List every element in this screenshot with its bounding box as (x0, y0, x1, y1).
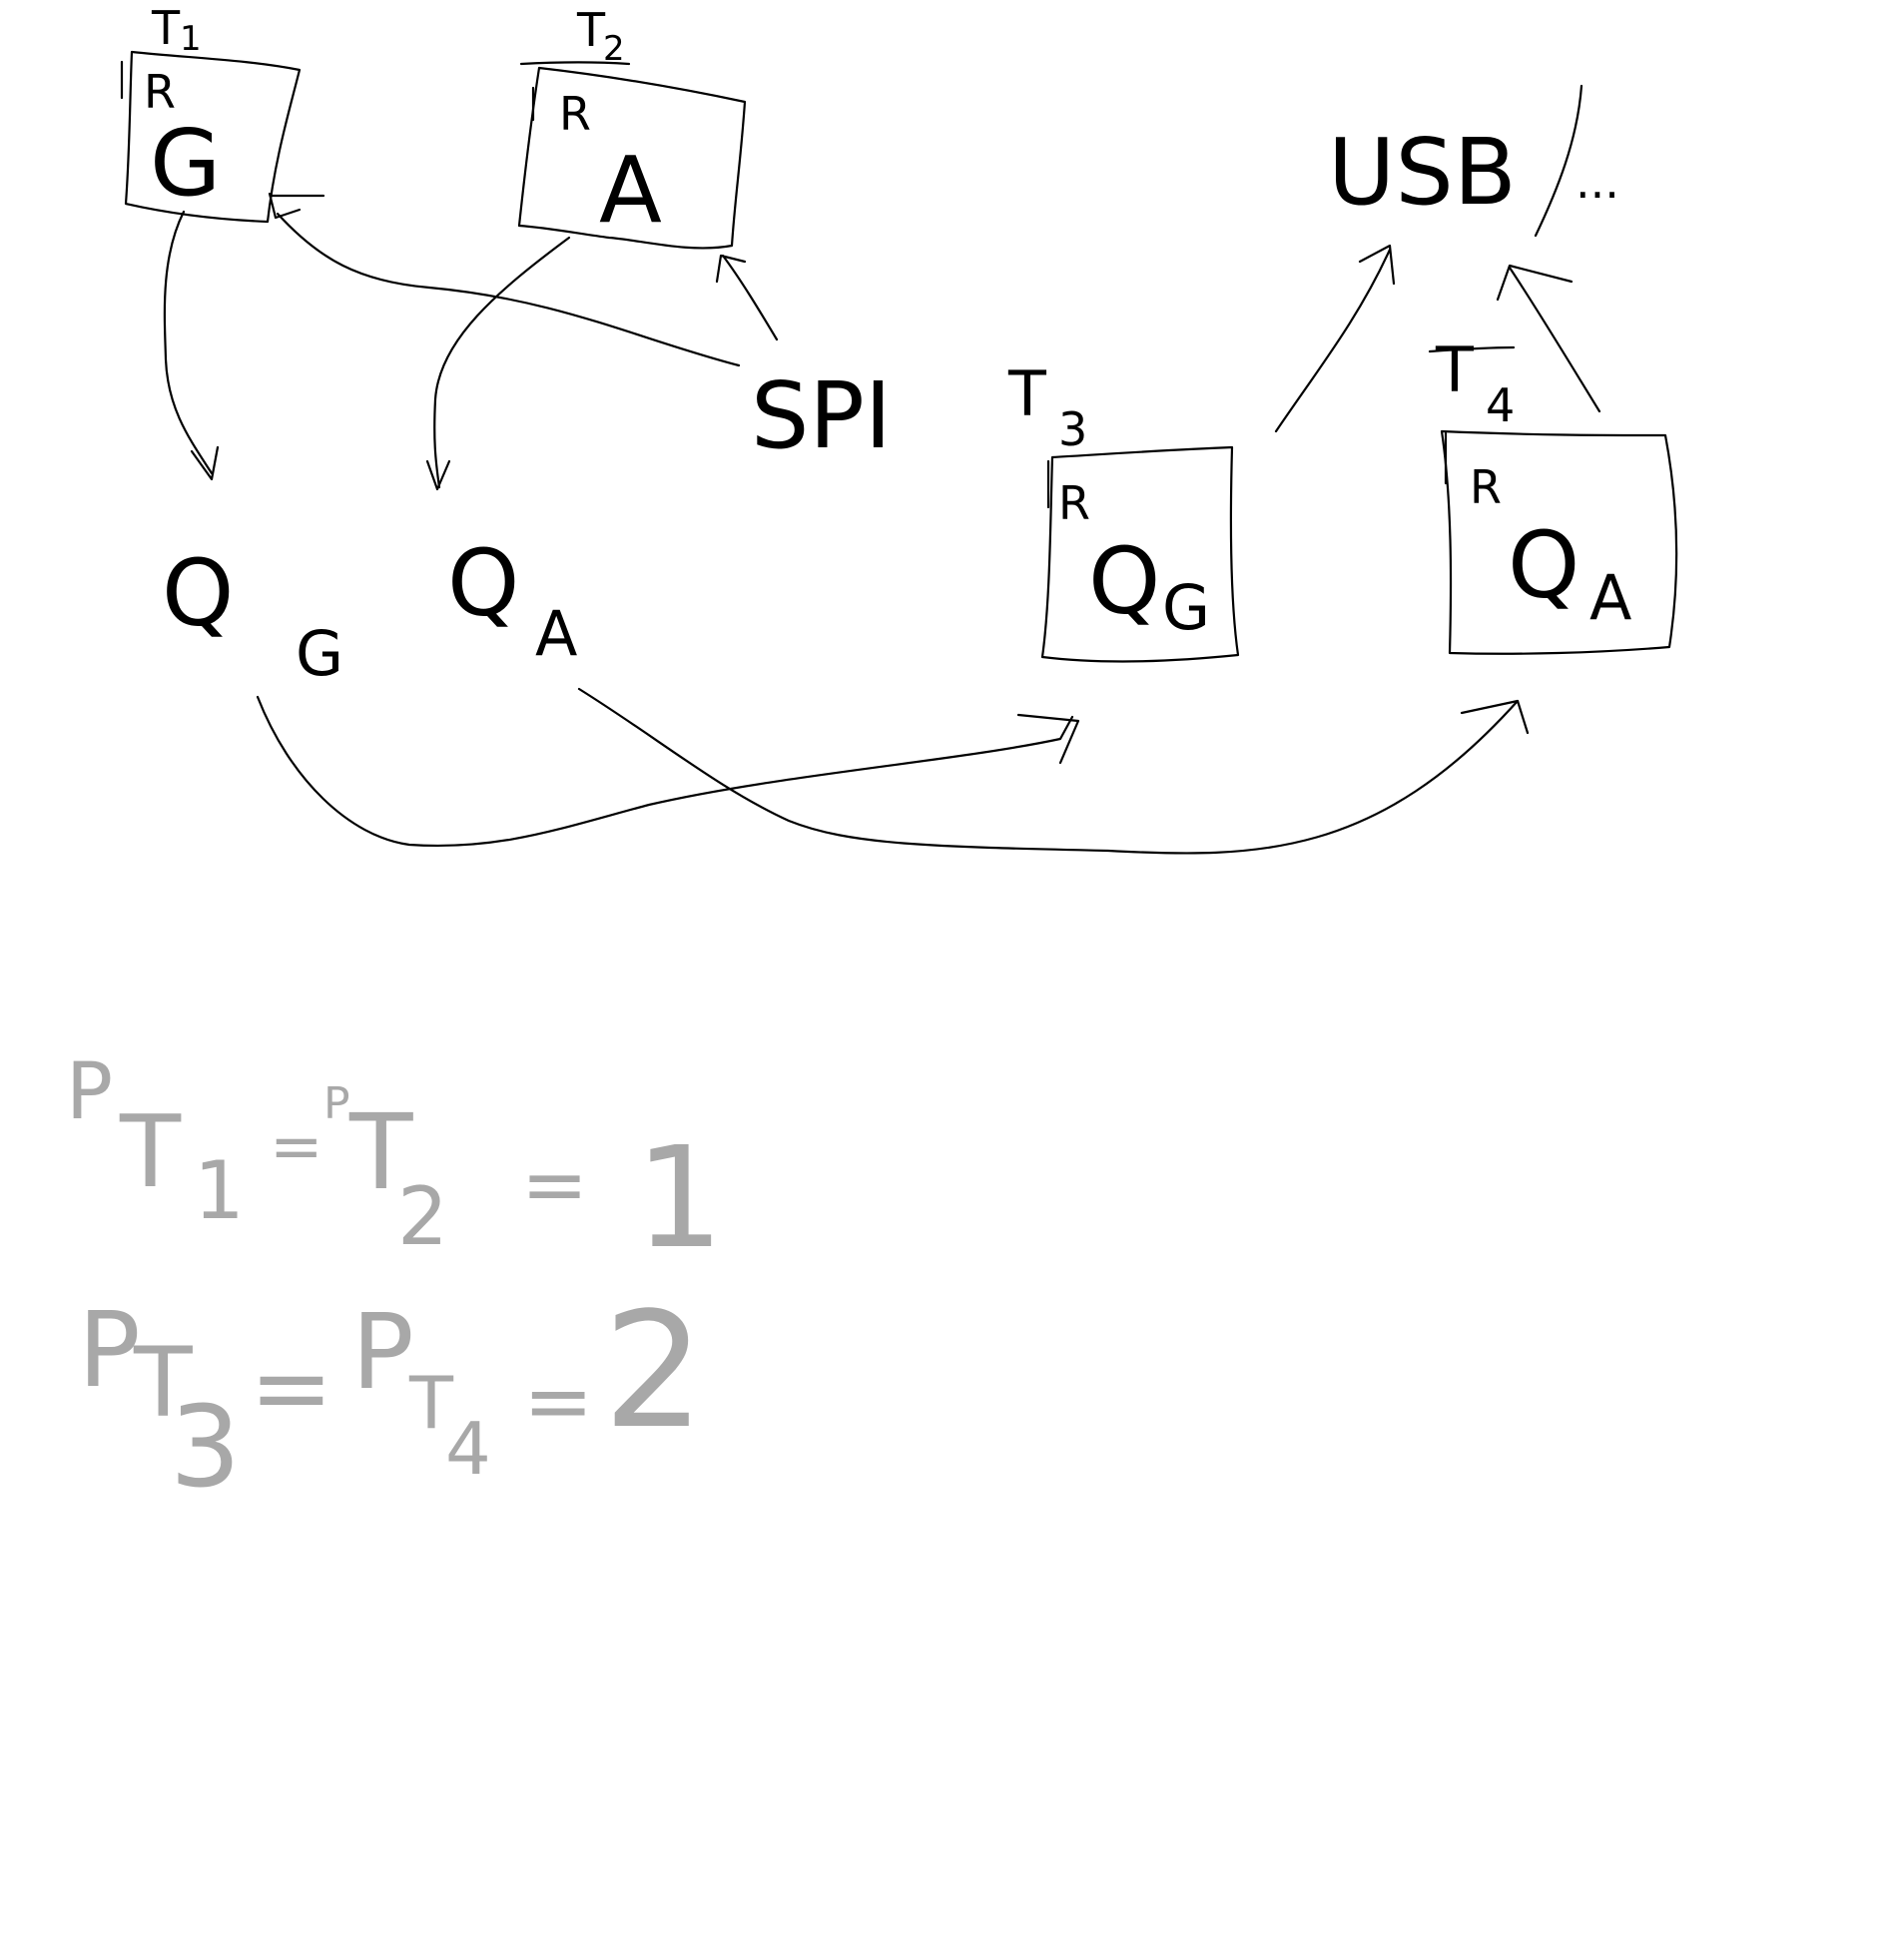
task-t1: T 1 R G (120, 1, 302, 224)
queue-qg-letter: Q (162, 540, 234, 647)
task-t4-corner: R (1470, 460, 1502, 514)
arrow-spi-to-t2 (721, 254, 779, 341)
arrow-qa-to-t4 (577, 687, 1520, 855)
usb-dots: ... (1576, 155, 1619, 209)
arrow-spi-to-t1 (276, 212, 741, 367)
arrow-t3-to-usb (1274, 248, 1392, 433)
task-t3-label-sub: 3 (1058, 402, 1087, 456)
task-t3-box (1040, 445, 1240, 663)
task-t3-corner: R (1058, 476, 1090, 530)
task-t3-label: T (1007, 357, 1047, 430)
task-t2-box (517, 66, 747, 250)
usb-group: USB ... (1328, 84, 1619, 238)
task-t1-corner: R (144, 65, 176, 119)
task-t4-label-sub: 4 (1486, 378, 1515, 432)
task-t2-corner: R (559, 87, 591, 141)
eq1-value: 1 (635, 1117, 724, 1280)
eq1-p1: P (66, 1047, 113, 1137)
queue-qa: Q A (447, 530, 577, 670)
task-t1-box (124, 50, 302, 224)
task-t1-content: G (150, 110, 221, 217)
task-t2-content: A (599, 137, 662, 244)
eq2-p1: P (78, 1289, 141, 1411)
task-t2-label-sub: 2 (603, 29, 625, 69)
equation-1: P T 1 = P T 2 = 1 (66, 1047, 724, 1280)
eq2-t2: T (408, 1361, 454, 1445)
eq2-op2: = (523, 1352, 593, 1450)
eq2-op1: = (250, 1329, 333, 1446)
task-t3-content-sub: G (1162, 571, 1210, 644)
eq2-s1: 3 (170, 1383, 241, 1513)
arrowhead-t4 (1460, 699, 1530, 735)
arrow-t1-to-qg (163, 210, 214, 475)
task-t4-content-sub: A (1589, 561, 1631, 634)
eq1-t1: T (119, 1093, 182, 1210)
task-t2-label: T (576, 3, 606, 57)
task-t4-content: Q (1508, 512, 1579, 619)
arrow-t4-to-usb (1508, 266, 1601, 413)
arrowhead-t2 (715, 254, 747, 284)
arrowhead-t1 (268, 192, 302, 220)
task-t4-label-bar (1428, 345, 1516, 353)
eq2-value: 2 (603, 1277, 705, 1464)
eq1-op1: = (270, 1110, 323, 1184)
queue-qg: Q G (162, 540, 343, 690)
task-t4: T 4 R Q A (1428, 333, 1678, 655)
task-t1-label-sub: 1 (180, 19, 202, 59)
eq2-p2: P (351, 1291, 414, 1413)
eq2-t1: T (133, 1327, 193, 1439)
task-t2-label-bar (519, 61, 631, 66)
usb-slash (1534, 84, 1583, 238)
arrowhead-qg (190, 445, 220, 481)
task-t4-box (1440, 429, 1678, 655)
eq1-p2: P (323, 1078, 350, 1129)
arrowhead-t3 (1016, 713, 1080, 765)
spi-label: SPI (751, 362, 892, 469)
arrowhead-usb-right (1496, 264, 1574, 302)
arrow-t2-to-qa (433, 236, 571, 489)
task-t2: T 2 R A (517, 3, 747, 250)
queue-qa-letter: Q (447, 530, 519, 637)
task-t1-label: T (151, 1, 181, 55)
eq1-s1: 1 (194, 1144, 245, 1237)
arrowhead-qa (425, 459, 451, 491)
eq1-t2: T (348, 1091, 413, 1213)
task-t3-content: Q (1088, 528, 1160, 635)
queue-qa-sub: A (535, 597, 577, 670)
arrow-qg-to-t3 (256, 695, 1074, 848)
queue-qg-sub: G (296, 617, 343, 690)
usb-label: USB (1328, 119, 1517, 226)
eq2-s2: 4 (445, 1407, 491, 1491)
arrows (163, 192, 1601, 855)
equation-2: P T 3 = P T 4 = 2 (78, 1277, 705, 1513)
eq1-s2: 2 (397, 1170, 448, 1263)
task-t3: T 3 R Q G (1007, 357, 1240, 663)
task-t4-label: T (1435, 333, 1475, 406)
arrowhead-usb-left (1358, 244, 1396, 286)
eq1-op2: = (521, 1138, 588, 1231)
